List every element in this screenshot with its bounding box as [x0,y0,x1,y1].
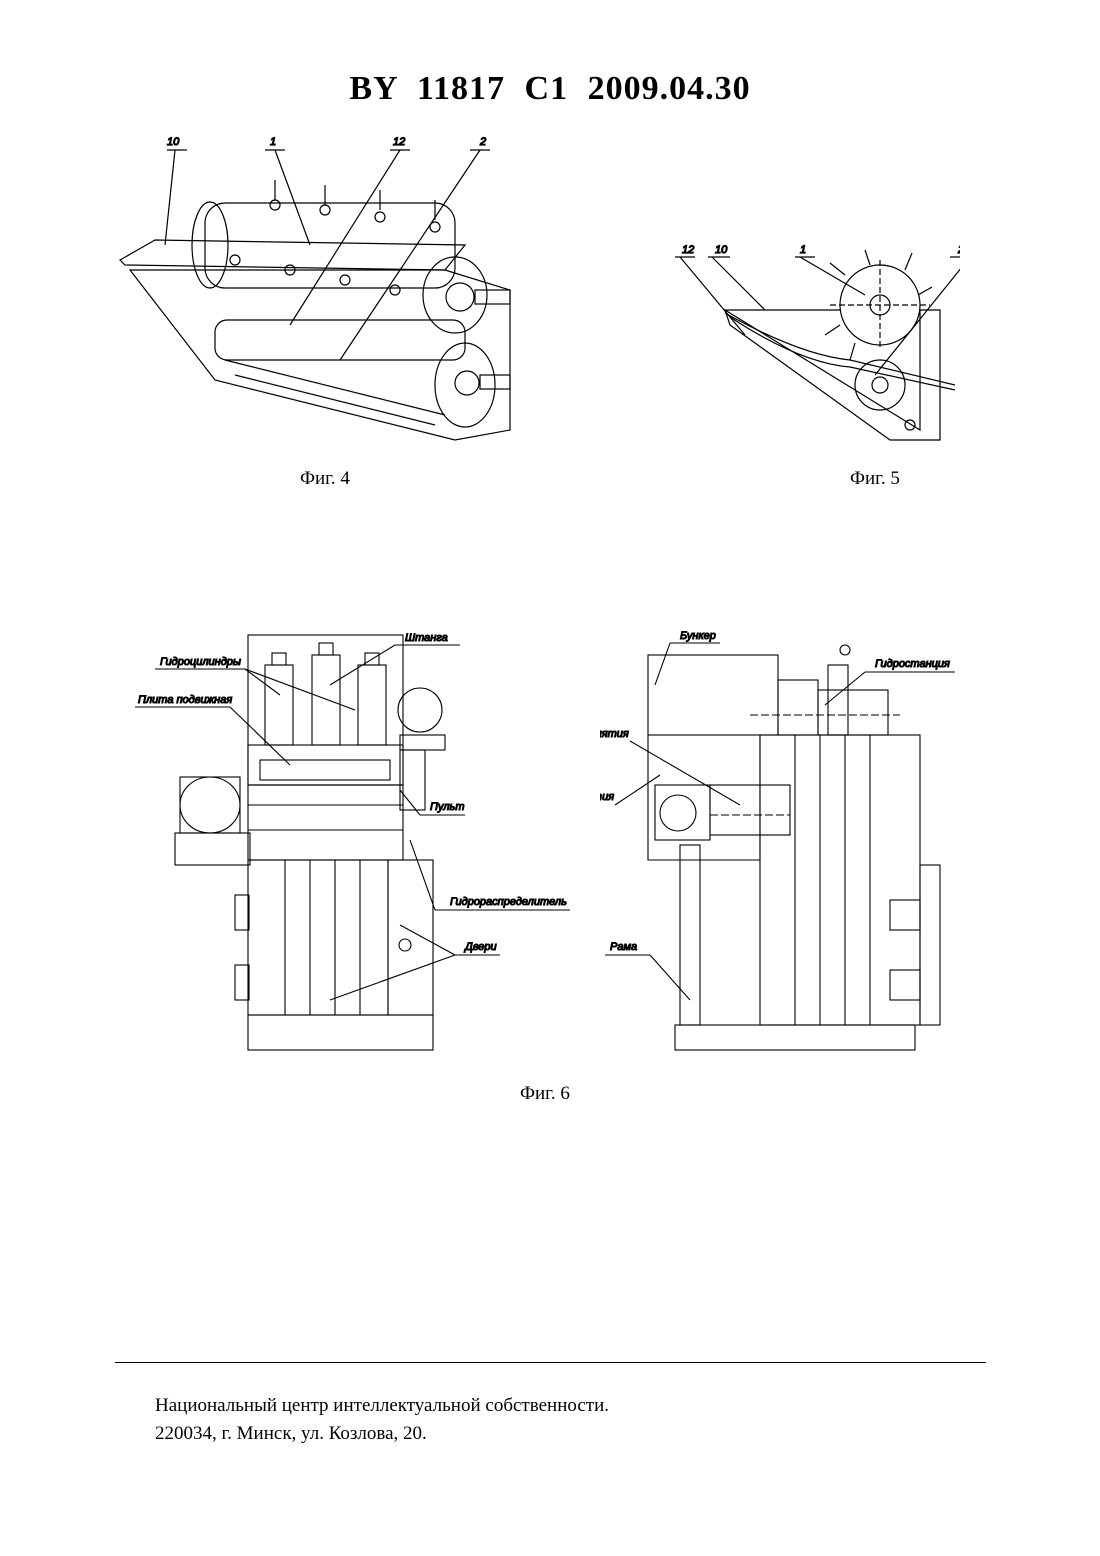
fig5-label-10: 10 [715,244,728,256]
label-gidroraspredelitel: Гидрораспределитель [450,896,567,908]
label-rama: Рама [610,941,637,953]
label-privod: Привод устройства смятия [600,728,629,740]
label-pult: Пульт [430,801,465,813]
fig5-label-1: 1 [800,244,806,256]
patent-header: BY 11817 C1 2009.04.30 [0,70,1100,108]
fig4-label-10: 10 [167,136,180,148]
fig5-label-12: 12 [682,244,694,256]
fig4-label-2: 2 [479,136,486,148]
label-dveri: Двери [463,941,497,953]
footer-divider [115,1362,986,1363]
label-shtanga: Штанга [405,632,448,644]
fig4-label-12: 12 [393,136,405,148]
figure-4-caption: Фиг. 4 [300,468,350,490]
footer: Национальный центр интеллектуальной собс… [155,1392,609,1448]
footer-address: 220034, г. Минск, ул. Козлова, 20. [155,1420,609,1448]
label-gidrocilindry: Гидроцилиндры [160,656,241,668]
figure-6-side-view: Бункер Гидростанция Привод устройства см… [600,625,970,1055]
fig5-label-2: 2 [957,244,960,256]
label-plita: Плита подвижная [138,694,232,706]
figure-4-drawing: 10 1 12 2 [115,125,535,455]
label-bunker: Бункер [680,630,716,642]
figure-6-front-view: Штанга Гидроцилиндры Плита подвижная Пул… [130,625,570,1055]
figure-5-drawing: 12 10 1 2 [670,235,960,450]
figure-6-caption: Фиг. 6 [520,1083,570,1105]
label-gidrostanciya: Гидростанция [875,658,950,670]
footer-organization: Национальный центр интеллектуальной собс… [155,1392,609,1420]
figure-5-caption: Фиг. 5 [850,468,900,490]
label-ustroystvo: Устройство смятия [600,791,614,803]
fig4-label-1: 1 [270,136,276,148]
